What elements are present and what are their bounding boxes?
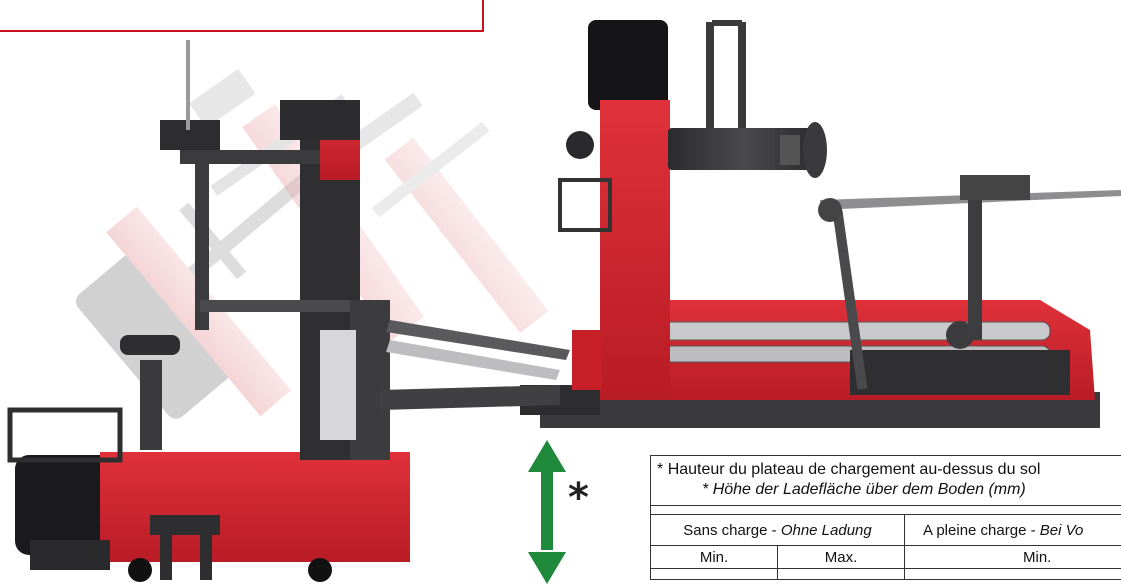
col-unloaded-de: Ohne Ladung: [780, 521, 872, 539]
loading-height-table: * Hauteur du plateau de chargement au-de…: [650, 455, 1121, 580]
table-heading: * Hauteur du plateau de chargement au-de…: [650, 455, 1121, 506]
callout-frame: [0, 0, 484, 32]
ghost-column-3: [371, 121, 549, 334]
height-marker-asterisk: *: [568, 475, 589, 521]
col-loaded-fr: A pleine charge -: [923, 521, 1040, 539]
double-arrow-icon: [528, 440, 566, 584]
max-label: Max.: [777, 545, 905, 569]
col-unloaded: Sans charge - Ohne Ladung: [650, 514, 905, 546]
heading-fr: Hauteur du plateau de chargement au-dess…: [667, 461, 1041, 478]
col-loaded-de: Bei Vo: [1039, 521, 1084, 539]
col-loaded: A pleine charge - Bei Vo: [904, 514, 1121, 546]
heading-de: Höhe der Ladefläche über dem Boden (mm): [712, 481, 1026, 498]
hydraulic-link: [380, 320, 570, 410]
front-column: [7, 40, 390, 463]
heading-marker-2: *: [702, 481, 709, 498]
loaded-min-value-cell: [904, 568, 1121, 580]
min-label-loaded: Min.: [904, 545, 1121, 569]
heading-marker: *: [657, 461, 664, 478]
col-unloaded-fr: Sans charge -: [683, 521, 781, 539]
min-value-cell: [650, 568, 778, 580]
min-label: Min.: [650, 545, 778, 569]
front-base: [15, 452, 410, 582]
max-value-cell: [777, 568, 905, 580]
wheel-support-trolley: [520, 300, 1100, 428]
main-red-column: [558, 20, 746, 395]
shaft-arm: [668, 122, 827, 178]
table-spacer: [650, 505, 1121, 515]
tool-arm: [818, 175, 1121, 390]
